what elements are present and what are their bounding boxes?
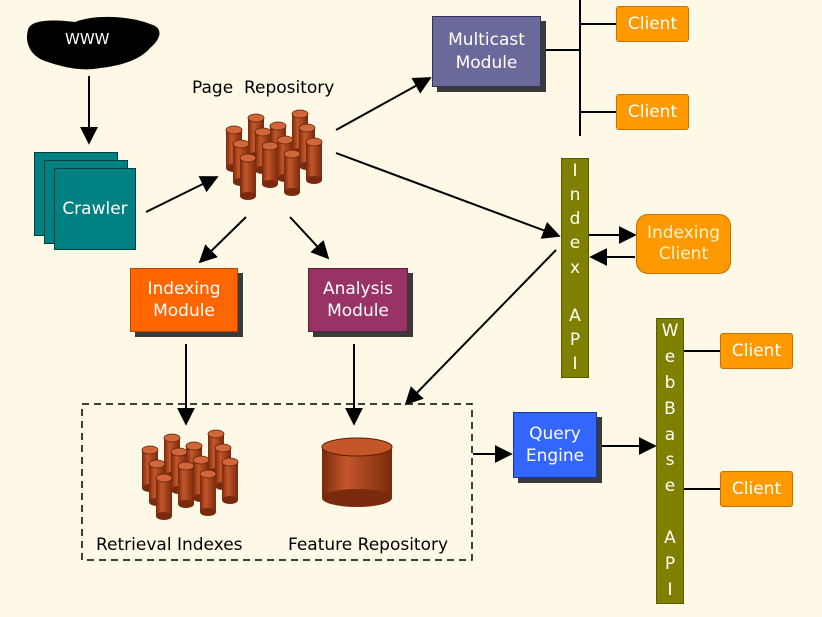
indexing-client-box: Indexing Client: [636, 214, 731, 274]
api-bar-letter: A: [664, 528, 676, 549]
api-bar-letter: e: [664, 346, 676, 367]
retrieval-indexes-drums: [141, 429, 239, 520]
page-repository-label: Page Repository: [192, 78, 335, 98]
multicast-module-box: Multicast Module: [432, 16, 541, 87]
crawler-box: Crawler: [54, 168, 136, 250]
api-bar-letter: W: [661, 321, 679, 341]
indexing-module-box: Indexing Module: [130, 268, 238, 332]
api-bar-letter: P: [569, 329, 581, 350]
api-bar-letter: a: [664, 424, 676, 445]
page-repository-drums: [225, 109, 323, 200]
storage-enclosure: [81, 403, 473, 561]
client-multicast-bottom: Client: [616, 94, 689, 130]
analysis-module-box: Analysis Module: [308, 268, 408, 332]
www-label: WWW: [65, 30, 110, 48]
api-bar-letter: [572, 284, 577, 301]
query-engine-box: Query Engine: [513, 412, 597, 478]
api-bar-letter: I: [572, 354, 578, 374]
feature-repository-label: Feature Repository: [288, 535, 449, 555]
api-bar-letter: e: [664, 476, 676, 497]
api-bar-letter: A: [569, 305, 581, 326]
api-bar-letter: I: [572, 161, 578, 181]
api-bar-letter: P: [664, 554, 676, 575]
api-bar-letter: I: [667, 579, 673, 600]
api-bar-letter: d: [569, 209, 581, 230]
api-bar-letter: e: [569, 233, 581, 254]
api-bar-letter: B: [664, 398, 676, 419]
client-multicast-top: Client: [616, 6, 689, 42]
api-bar-letter: s: [665, 450, 675, 471]
feature-repository-drum: [321, 437, 393, 507]
client-webbase-top: Client: [720, 333, 793, 369]
client-webbase-bottom: Client: [720, 471, 793, 507]
api-bar-letter: [667, 504, 672, 521]
connection-lines: [80, 0, 720, 490]
www-cloud: [26, 16, 160, 70]
api-bar-letter: b: [664, 372, 676, 393]
api-bar-letter: x: [569, 257, 581, 278]
api-bar-letter: n: [569, 185, 581, 206]
retrieval-indexes-label: Retrieval Indexes: [96, 535, 243, 555]
